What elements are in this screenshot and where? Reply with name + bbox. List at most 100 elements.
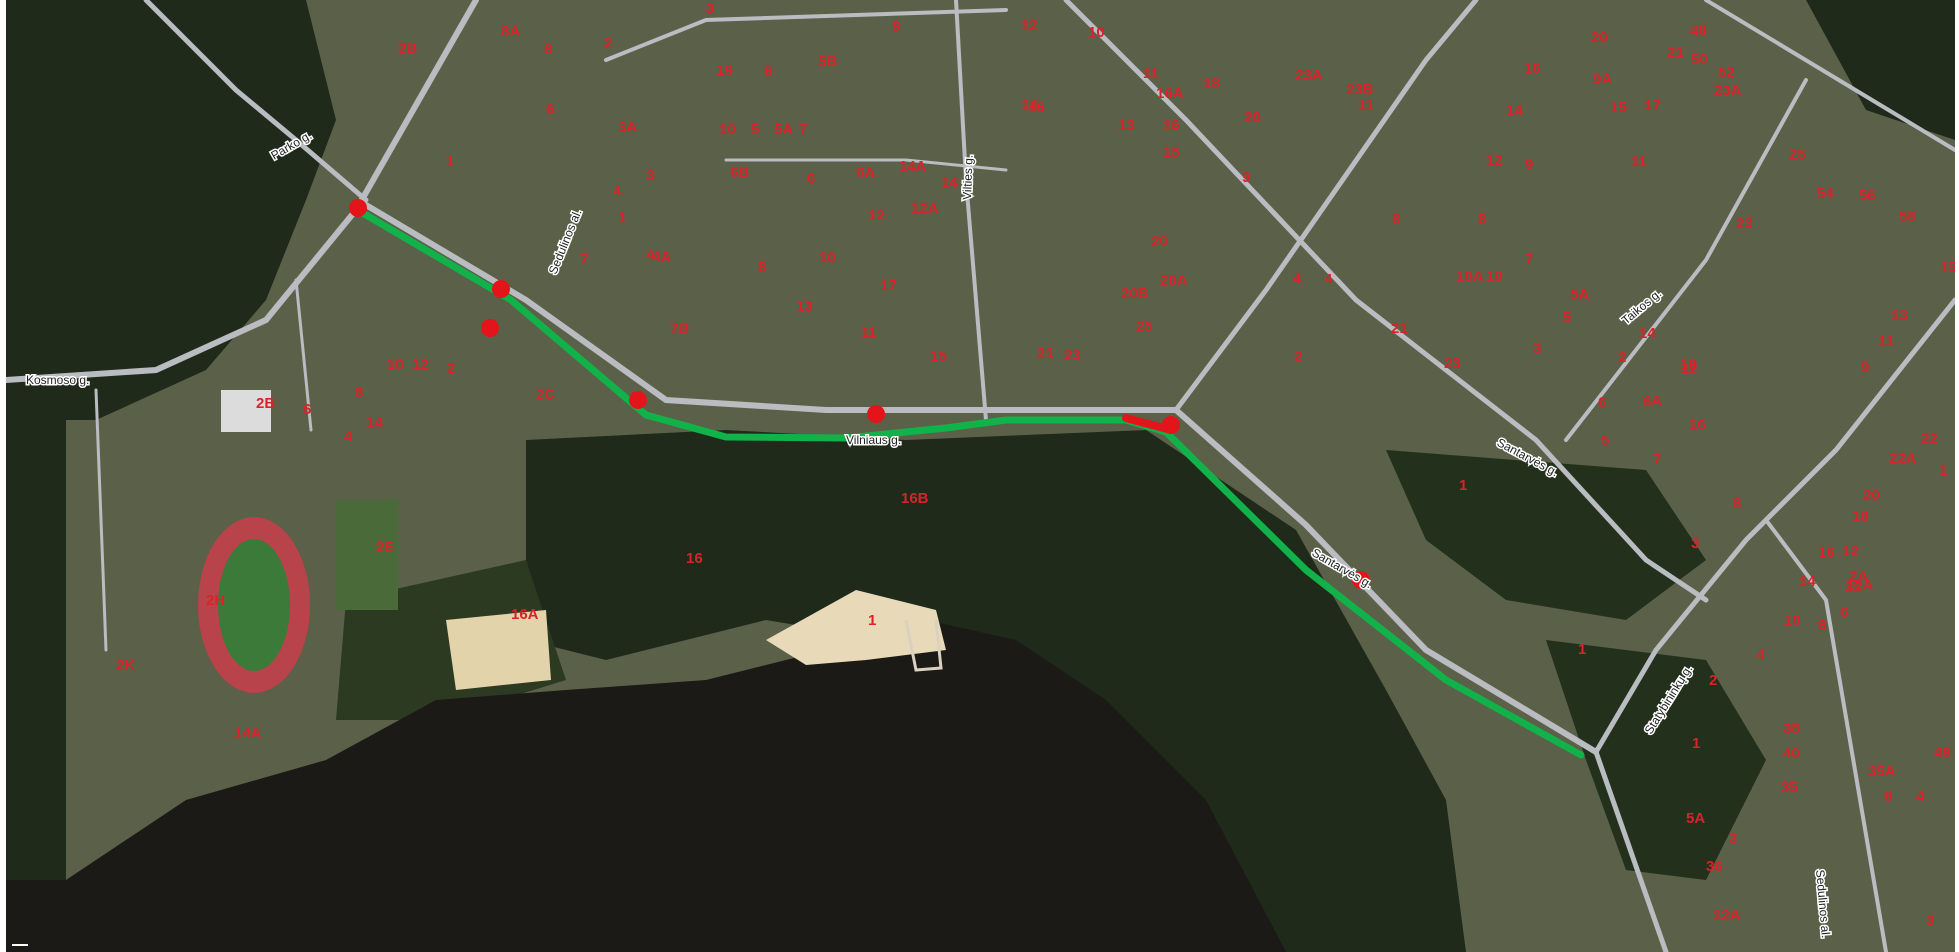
house-number-label: 2B	[256, 395, 275, 412]
house-number-label: 11	[1143, 65, 1159, 82]
house-number-label: 16	[1689, 416, 1706, 433]
house-number-label: 8	[1733, 495, 1741, 512]
house-number-label: 2E	[376, 539, 394, 556]
house-number-label: 4	[1293, 270, 1302, 287]
house-number-label: 3	[706, 0, 714, 17]
house-number-label: 11	[1878, 333, 1894, 350]
sports-field	[336, 500, 398, 610]
house-number-label: 9	[1861, 359, 1869, 376]
house-number-label: 3	[1533, 340, 1541, 357]
house-number-label: 6	[1598, 394, 1606, 411]
house-number-label: 20A	[1160, 272, 1188, 289]
house-number-label: 9	[1242, 169, 1250, 186]
house-number-label: 2	[604, 35, 612, 52]
no-entry-sign-icon[interactable]	[629, 391, 647, 409]
building-2a	[221, 390, 271, 432]
house-number-label: 20B	[1121, 285, 1149, 302]
house-number-label: 1	[1578, 641, 1586, 658]
house-number-label: 1	[868, 612, 876, 629]
house-number-label: 10	[719, 121, 736, 138]
house-number-label: 38	[1783, 720, 1800, 737]
house-number-label: 6A	[1643, 393, 1662, 410]
house-number-label: 35A	[1868, 763, 1896, 780]
house-number-label: 2	[1294, 348, 1302, 365]
forest-southwest	[6, 400, 66, 880]
house-number-label: 3	[646, 167, 654, 184]
house-number-label: 14	[941, 174, 958, 191]
house-number-label: 58	[1899, 208, 1916, 225]
house-number-label: 8	[764, 63, 772, 80]
house-number-label: 2	[1709, 672, 1717, 689]
house-number-label: 1	[1459, 477, 1467, 494]
house-number-label: 1	[1939, 462, 1947, 479]
house-number-label: 9	[1525, 156, 1533, 173]
house-number-label: 22A	[1889, 450, 1917, 467]
house-number-label: 10	[1088, 24, 1105, 41]
house-number-label: 7	[580, 251, 588, 268]
house-number-label: 13	[1891, 307, 1908, 324]
house-number-label: 3	[1729, 830, 1737, 847]
house-number-label: 13	[796, 298, 813, 315]
lake	[6, 620, 1286, 952]
house-number-label: 4A	[652, 249, 671, 266]
house-number-label: 56	[1859, 187, 1876, 204]
house-number-label: 7B	[670, 320, 689, 337]
no-entry-sign-icon[interactable]	[349, 199, 367, 217]
house-number-label: 54	[1817, 185, 1834, 202]
house-number-label: 10	[1486, 268, 1503, 285]
no-entry-sign-icon[interactable]	[481, 319, 499, 337]
house-number-label: 14	[1799, 573, 1816, 590]
house-number-label: 17	[1644, 97, 1661, 114]
house-number-label: 6	[303, 401, 311, 418]
closure-markers	[349, 199, 1370, 589]
house-number-label: 6	[546, 101, 554, 118]
house-number-label: 4	[1324, 271, 1333, 288]
house-number-label: 17	[880, 277, 897, 294]
house-number-label: 8	[1818, 617, 1826, 634]
house-number-label: 20	[1591, 29, 1608, 46]
house-number-label: 8	[355, 384, 363, 401]
house-number-label: 16	[1028, 99, 1045, 116]
house-number-label: 23	[1064, 347, 1081, 364]
house-number-label: 6B	[730, 164, 749, 181]
house-number-label: 20	[1244, 109, 1261, 126]
house-number-label: 2B	[398, 40, 417, 57]
house-number-label: 2A	[1849, 568, 1868, 585]
house-number-label: 8	[1884, 788, 1892, 805]
house-number-label: 23	[1736, 215, 1753, 232]
house-number-label: 12A	[911, 200, 939, 217]
house-number-label: 25	[1136, 318, 1153, 335]
house-number-label: 12	[1486, 152, 1503, 169]
house-number-label: 15	[1610, 99, 1627, 116]
no-entry-sign-icon[interactable]	[1352, 571, 1370, 589]
house-number-label: 15	[1940, 259, 1955, 276]
house-number-label: 21	[1037, 345, 1054, 362]
house-number-label: 14	[1506, 102, 1523, 119]
stadium-field	[218, 539, 290, 671]
house-number-label: 8A	[501, 23, 520, 40]
house-number-label: 12A	[1846, 577, 1874, 594]
house-number-label: 16	[686, 550, 703, 567]
house-number-label: 12	[868, 207, 885, 224]
house-number-label: 18	[1203, 75, 1220, 92]
house-number-label: 6	[807, 170, 815, 187]
house-number-label: 6	[1840, 604, 1848, 621]
house-number-label: 1	[446, 153, 454, 170]
house-number-label: 21	[1391, 320, 1408, 337]
no-entry-sign-icon[interactable]	[1162, 416, 1180, 434]
house-number-label: 20	[1863, 487, 1880, 504]
house-number-label: 12	[412, 356, 429, 373]
house-number-label: 11	[1358, 97, 1374, 114]
no-entry-sign-icon[interactable]	[867, 405, 885, 423]
satellite-map[interactable]: Parko g. Kosmoso g. Sedulinos al. Viltie…	[6, 0, 1955, 952]
route-open[interactable]	[357, 208, 1585, 759]
no-entry-sign-icon[interactable]	[492, 280, 510, 298]
house-number-label: 3	[1926, 912, 1934, 929]
house-number-label: 4	[646, 247, 655, 264]
house-number-label: 12	[1681, 360, 1698, 377]
house-number-label: 10A	[1456, 268, 1484, 285]
house-number-label: 4	[344, 428, 353, 445]
house-number-label: 5B	[818, 53, 837, 70]
house-number-label: 49	[1934, 744, 1951, 761]
